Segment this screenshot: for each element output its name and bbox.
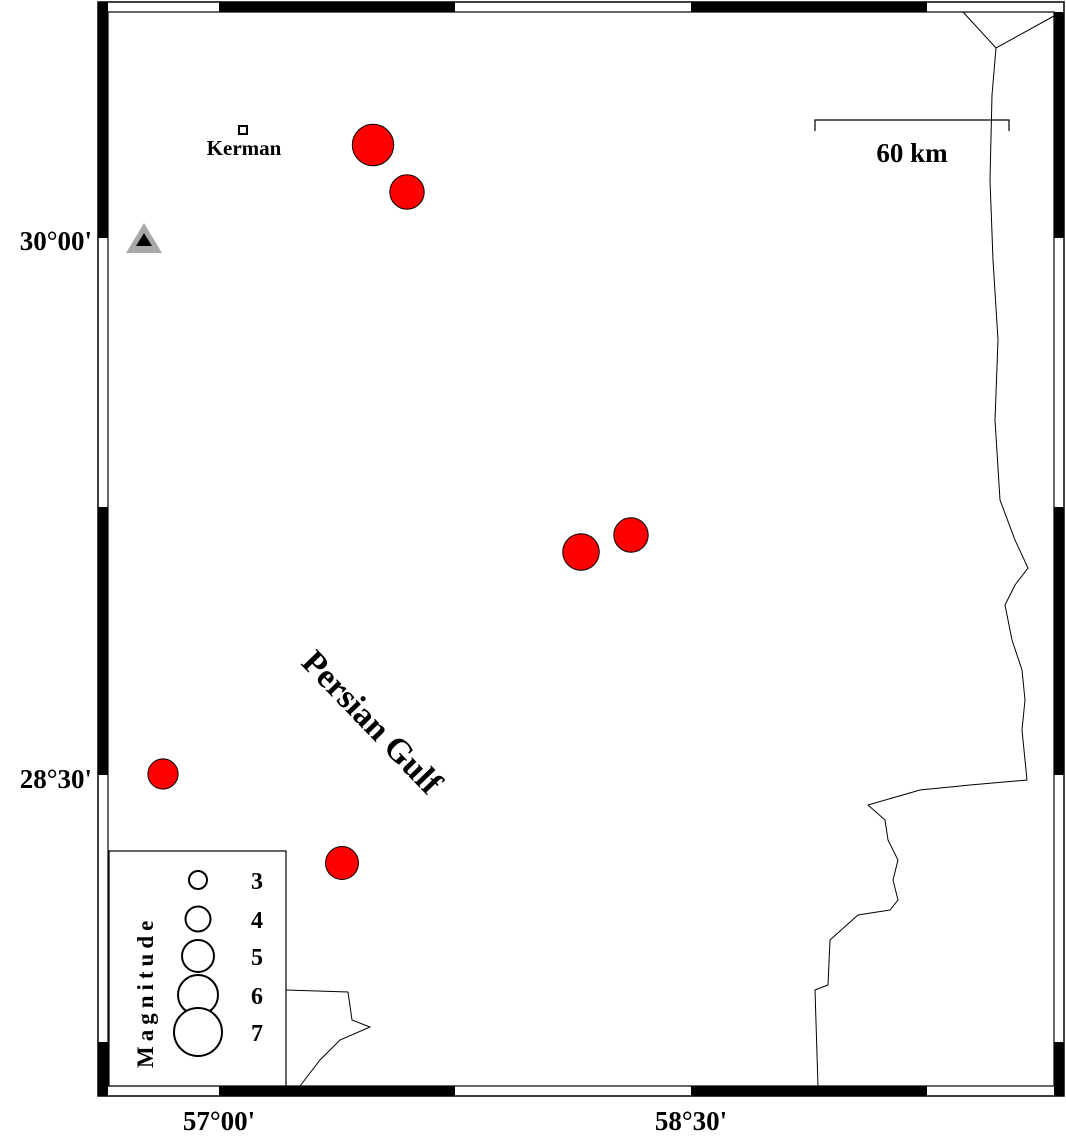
- frame-border-bottom: [219, 1086, 927, 1096]
- earthquake-event: [613, 517, 649, 553]
- earthquake-events: [147, 123, 649, 880]
- lon-label-2: 58°30': [655, 1106, 727, 1136]
- coastlines: [285, 11, 1055, 1087]
- city-label: Kerman: [207, 136, 282, 160]
- scale-bar: [814, 119, 1010, 131]
- city-marker-icon: [238, 125, 248, 135]
- legend-value: 6: [251, 984, 263, 1010]
- legend-value: 7: [251, 1021, 263, 1047]
- lat-label-1: 30°00': [20, 226, 92, 256]
- scale-bar-label: 60 km: [876, 138, 948, 168]
- coastline-southwest: [285, 989, 372, 1087]
- legend-value: 5: [251, 945, 263, 971]
- magnitude-legend: Magnitude 3 4 5 6 7: [108, 850, 287, 1087]
- legend-title: Magnitude: [133, 916, 158, 1068]
- triangle-station-icon: [126, 223, 162, 253]
- lon-label-1: 57°00': [183, 1106, 255, 1136]
- earthquake-event: [389, 174, 425, 210]
- legend-circle: [173, 1007, 223, 1057]
- earthquake-event: [325, 846, 359, 880]
- legend-value: 4: [251, 908, 263, 934]
- border-line-east: [814, 11, 1055, 1087]
- frame-border-left: [98, 2, 108, 1096]
- legend-circle: [181, 939, 215, 973]
- legend-circle: [184, 905, 212, 933]
- earthquake-event: [351, 123, 395, 167]
- earthquake-event: [147, 758, 179, 790]
- water-body-label: Persian Gulf: [294, 644, 449, 803]
- legend-symbols: 3 4 5 6 7: [173, 869, 263, 1057]
- earthquake-event: [562, 533, 600, 571]
- frame-border-top: [219, 2, 927, 12]
- legend-circle: [188, 870, 208, 890]
- lat-label-2: 28°30': [20, 764, 92, 794]
- frame-border-right: [1054, 12, 1064, 1096]
- legend-value: 3: [251, 869, 263, 895]
